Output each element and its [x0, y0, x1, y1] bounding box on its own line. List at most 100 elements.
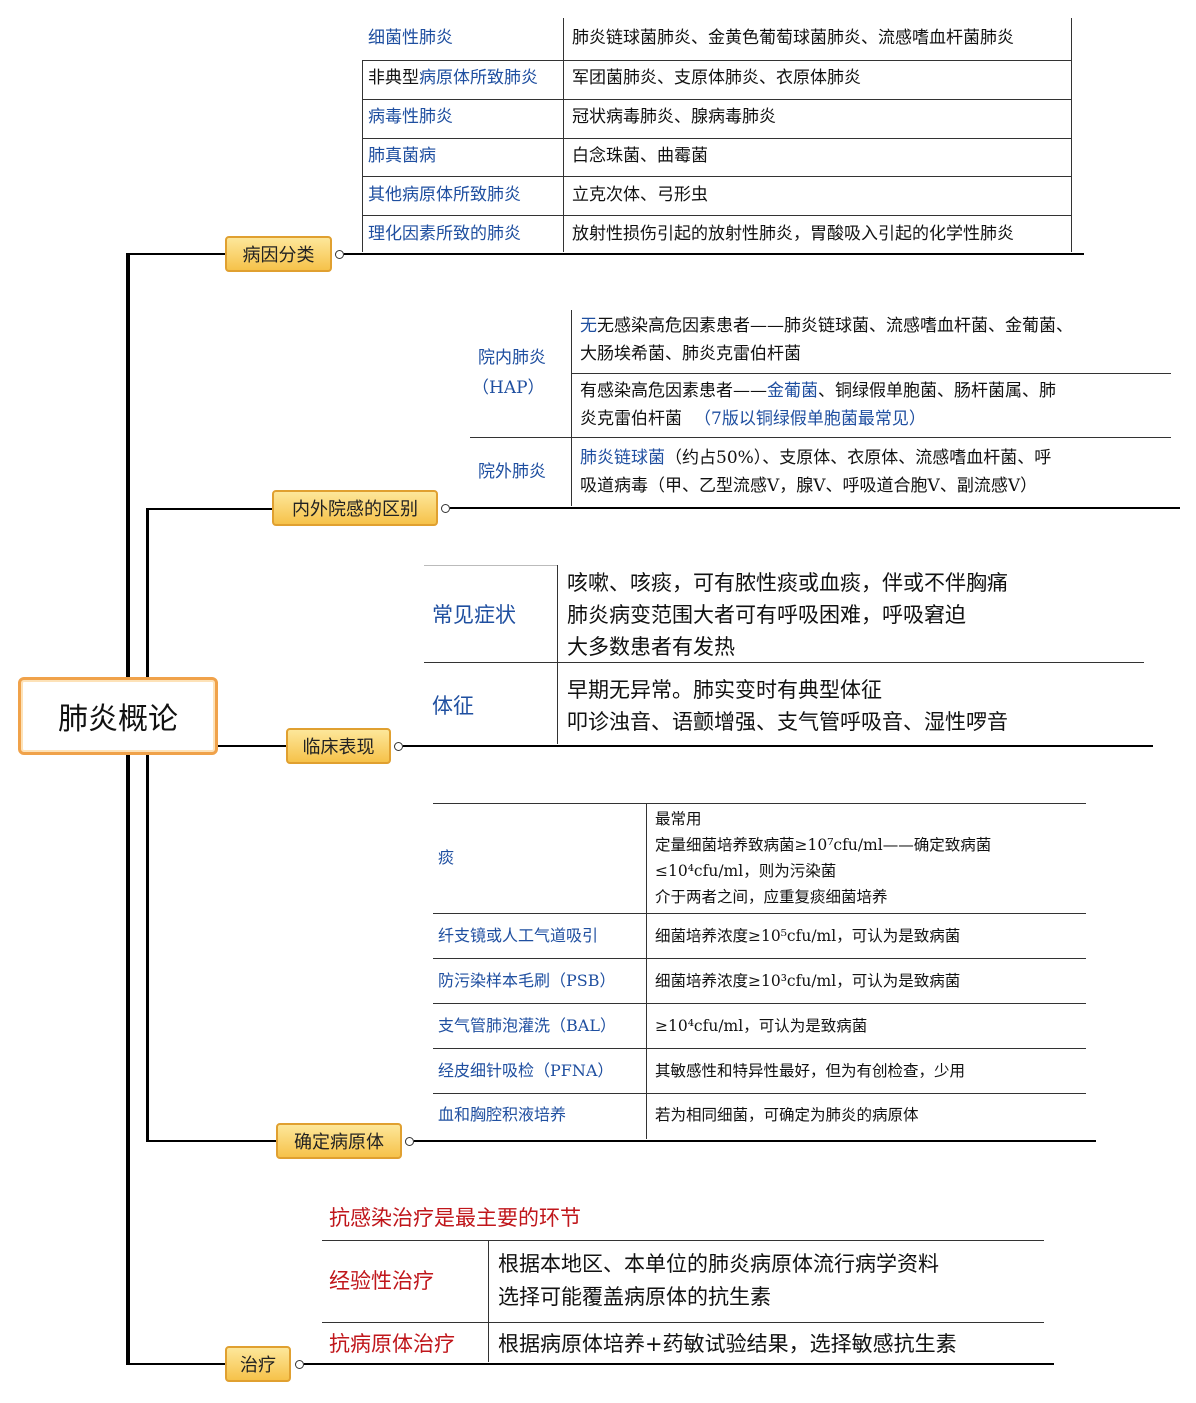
hap-label: 院内肺炎	[478, 348, 546, 368]
branch-line-hospital	[146, 508, 274, 510]
hospital-divider-v	[571, 310, 572, 506]
symptoms-label: 常见症状	[432, 603, 516, 627]
topic-pathogen-label: 确定病原体	[294, 1132, 384, 1153]
treatment-headline: 抗感染治疗是最主要的环节	[329, 1206, 581, 1230]
row-divider	[433, 913, 1086, 914]
hap-risk-note: （7版以铜绿假单胞菌最常见）	[694, 409, 926, 429]
hap-risk-line1: 有感染高危因素患者——金葡菌、铜绿假单胞菌、肠杆菌属、肺	[580, 377, 1056, 406]
sputum-label: 痰	[438, 848, 455, 867]
hap-abbr: （HAP）	[472, 378, 545, 398]
etiology-value: 军团菌肺炎、支原体肺炎、衣原体肺炎	[572, 68, 861, 88]
etiology-baseline	[344, 253, 1084, 255]
sign-line: 早期无异常。肺实变时有典型体征	[567, 678, 882, 702]
etiology-right-v	[1071, 18, 1072, 252]
symptom-line: 肺炎病变范围大者可有呼吸困难，呼吸窘迫	[567, 603, 966, 627]
hospital-baseline	[450, 507, 1180, 509]
collapse-knob-icon[interactable]	[405, 1137, 414, 1146]
etiology-key: 病毒性肺炎	[368, 107, 453, 127]
clinical-divider-v	[557, 565, 558, 744]
treatment-baseline	[304, 1363, 1054, 1365]
collapse-knob-icon[interactable]	[441, 504, 450, 513]
row-divider	[362, 176, 1072, 177]
collapse-knob-icon[interactable]	[335, 250, 344, 259]
etiology-value: 冠状病毒肺炎、腺病毒肺炎	[572, 107, 776, 127]
etiology-value: 肺炎链球菌肺炎、金黄色葡萄球菌肺炎、流感嗜血杆菌肺炎	[572, 28, 1014, 48]
hap-no-risk-line2: 大肠埃希菌、肺炎克雷伯杆菌	[580, 344, 801, 364]
topic-treatment[interactable]: 治疗	[225, 1346, 291, 1382]
hap-no-risk-text: 无感染高危因素患者——肺炎链球菌、流感嗜血杆菌、金葡菌、	[597, 316, 1073, 336]
targeted-label: 抗病原体治疗	[329, 1332, 455, 1356]
branch-line-pathogen	[146, 1140, 278, 1142]
root-topic[interactable]: 肺炎概论	[18, 677, 218, 755]
pathogen-key: 支气管肺泡灌洗（BAL）	[438, 1016, 616, 1035]
topic-etiology[interactable]: 病因分类	[225, 236, 332, 272]
pathogen-key: 经皮细针吸检（PFNA）	[438, 1061, 614, 1080]
cap-line2: 吸道病毒（甲、乙型流感V，腺V、呼吸道合胞V、副流感V）	[580, 476, 1038, 496]
clinical-row-divider	[424, 662, 1144, 663]
cap-label: 院外肺炎	[478, 462, 546, 482]
cap-line1: 肺炎链球菌（约占50%）、支原体、衣原体、流感嗜血杆菌、呼	[580, 444, 1051, 473]
row-divider	[362, 60, 1072, 61]
sputum-line: 定量细菌培养致病菌≥10⁷cfu/ml——确定致病菌	[655, 836, 992, 854]
collapse-knob-icon[interactable]	[295, 1360, 304, 1369]
sign-line: 叩诊浊音、语颤增强、支气管呼吸音、湿性啰音	[567, 710, 1008, 734]
signs-label: 体征	[432, 694, 474, 718]
symptom-line: 咳嗽、咳痰，可有脓性痰或血痰，伴或不伴胸痛	[567, 571, 1008, 595]
branch-line-treatment	[126, 1363, 226, 1365]
pathogen-value: 若为相同细菌，可确定为肺炎的病原体	[655, 1106, 919, 1124]
treatment-row-divider	[322, 1322, 1044, 1323]
hap-risk-highlight: 金葡菌	[767, 381, 818, 401]
etiology-key: 肺真菌病	[368, 146, 436, 166]
treatment-divider-v	[488, 1240, 489, 1362]
topic-hospital-label: 内外院感的区别	[292, 499, 418, 520]
topic-etiology-label: 病因分类	[242, 245, 315, 266]
sputum-line: 最常用	[655, 810, 702, 828]
treatment-top-line	[322, 1240, 1044, 1241]
row-divider	[433, 1003, 1086, 1004]
clinical-top-line	[424, 565, 557, 566]
etiology-value: 放射性损伤引起的放射性肺炎，胃酸吸入引起的化学性肺炎	[572, 224, 1014, 244]
row-divider	[433, 1093, 1086, 1094]
etiology-value: 白念珠菌、曲霉菌	[572, 146, 708, 166]
hap-risk-head: 有感染高危因素患者——	[580, 381, 767, 401]
etiology-key: 理化因素所致的肺炎	[368, 224, 521, 244]
clinical-baseline	[403, 745, 1153, 747]
pathogen-key: 防污染样本毛刷（PSB）	[438, 971, 616, 990]
etiology-key: 非典型病原体所致肺炎	[368, 68, 538, 88]
collapse-knob-icon[interactable]	[394, 742, 403, 751]
cap-highlight: 肺炎链球菌	[580, 448, 665, 468]
hap-risk-tail: 炎克雷伯杆菌	[580, 409, 682, 429]
empirical-label: 经验性治疗	[329, 1269, 434, 1293]
empirical-line: 根据本地区、本单位的肺炎病原体流行病学资料	[498, 1252, 939, 1276]
topic-hospital[interactable]: 内外院感的区别	[272, 490, 438, 526]
topic-treatment-label: 治疗	[240, 1355, 276, 1376]
root-label: 肺炎概论	[58, 702, 178, 737]
cap-rest: （约占50%）、支原体、衣原体、流感嗜血杆菌、呼	[665, 448, 1052, 468]
row-divider	[433, 958, 1086, 959]
hospital-row-divider	[571, 373, 1171, 374]
branch-line-clinical	[218, 745, 288, 747]
trunk-line	[126, 254, 130, 1365]
etiology-divider-v	[563, 18, 564, 252]
etiology-left-v	[362, 60, 363, 252]
targeted-line: 根据病原体培养+药敏试验结果，选择敏感抗生素	[498, 1332, 957, 1356]
etiology-key: 细菌性肺炎	[368, 28, 453, 48]
pathogen-value: 其敏感性和特异性最好，但为有创检查，少用	[655, 1062, 966, 1080]
topic-clinical[interactable]: 临床表现	[286, 728, 391, 764]
etiology-value: 立克次体、弓形虫	[572, 185, 708, 205]
topic-clinical-label: 临床表现	[302, 737, 375, 758]
pathogen-value: 细菌培养浓度≥10⁵cfu/ml，可认为是致病菌	[655, 927, 961, 945]
topic-pathogen[interactable]: 确定病原体	[276, 1123, 402, 1159]
pathogen-value: ≥10⁴cfu/ml，可认为是致病菌	[655, 1017, 868, 1035]
sputum-line: 介于两者之间，应重复痰细菌培养	[655, 888, 888, 906]
sputum-line: ≤10⁴cfu/ml，则为污染菌	[655, 862, 837, 880]
pathogen-value: 细菌培养浓度≥10³cfu/ml，可认为是致病菌	[655, 972, 961, 990]
row-divider	[362, 138, 1072, 139]
pathogen-key: 血和胸腔积液培养	[438, 1105, 567, 1124]
branch-line-etiology	[126, 253, 226, 255]
hospital-row-divider	[470, 437, 1171, 438]
hap-risk-line2: 炎克雷伯杆菌 （7版以铜绿假单胞菌最常见）	[580, 405, 926, 434]
trunk-line-2	[146, 509, 149, 1140]
pathogen-key: 纤支镜或人工气道吸引	[438, 926, 599, 945]
row-divider	[362, 99, 1072, 100]
